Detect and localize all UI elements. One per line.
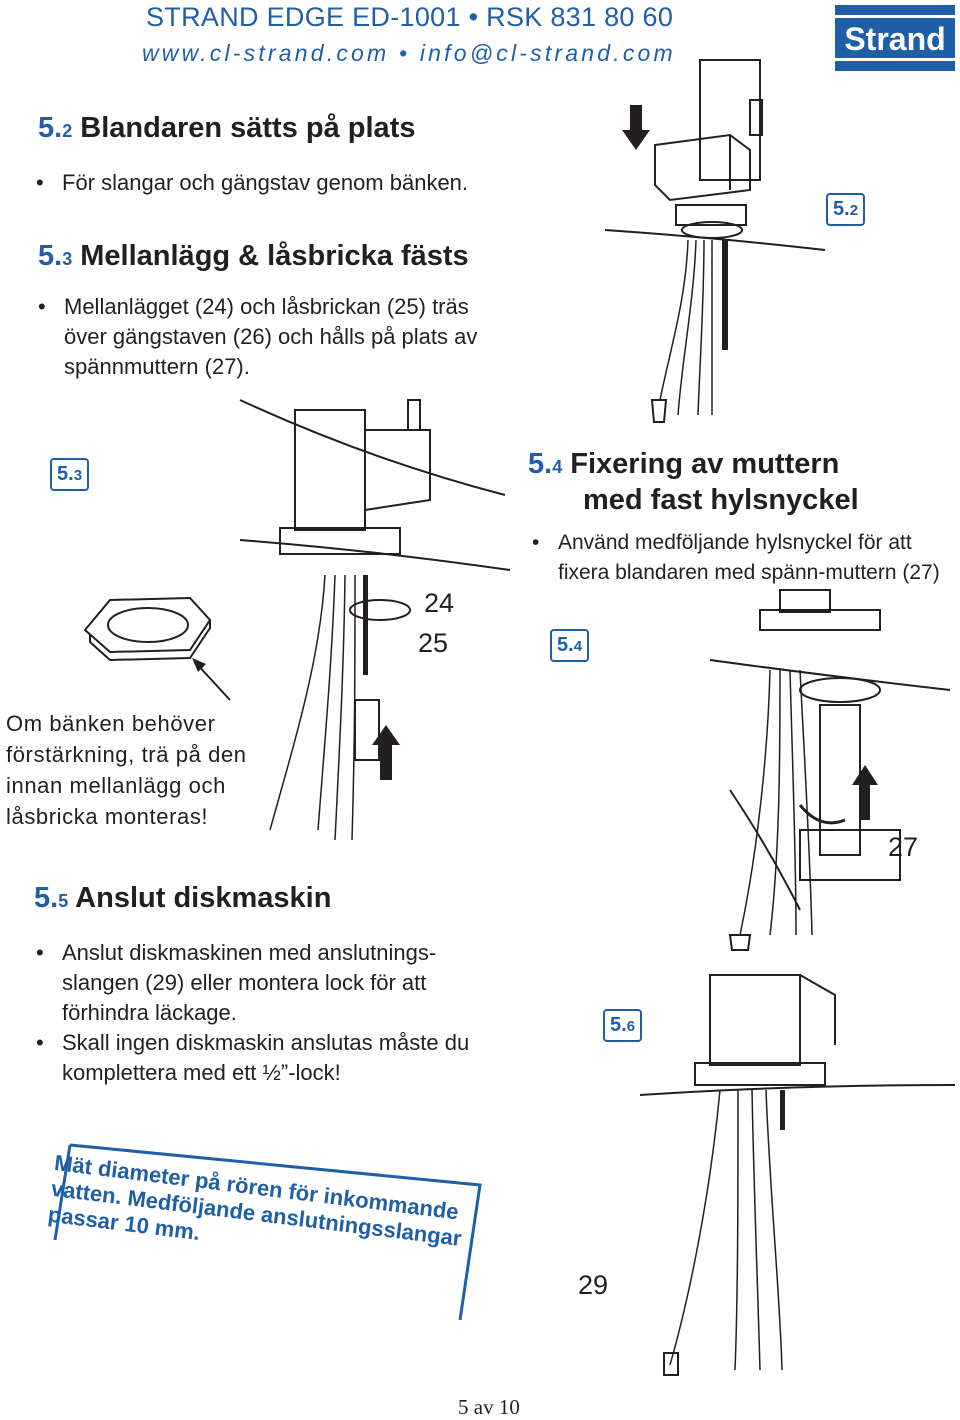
bullet-item: Skall ingen diskmaskin anslutas måste du… — [36, 1028, 506, 1088]
section-5-5-heading: 5.5 Anslut diskmaskin — [34, 882, 332, 914]
section-5-3-heading: 5.3 Mellanlägg & låsbricka fästs — [38, 240, 469, 272]
badge-5-2: 5.2 — [826, 193, 866, 226]
faucet-hoses-illustration — [239, 399, 511, 841]
reinforcement-note: Om bänken behöver förstärkning, trä på d… — [6, 711, 247, 829]
svg-text:Strand: Strand — [844, 21, 945, 57]
page-number: 5 av 10 — [458, 1395, 520, 1419]
section-5-5-bullets: Anslut diskmaskinen med anslutnings-slan… — [36, 938, 506, 1088]
faucet-insert-illustration — [604, 59, 826, 423]
section-5-2-bullets: För slangar och gängstav genom bänken. — [36, 168, 596, 198]
section-5-2-heading: 5.2 Blandaren sätts på plats — [38, 112, 416, 144]
badge-5-3: 5.3 — [50, 458, 90, 491]
document-title: STRAND EDGE ED-1001 • RSK 831 80 60 — [146, 2, 674, 32]
part-label-27: 27 — [888, 832, 919, 862]
bullet-item: För slangar och gängstav genom bänken. — [36, 168, 596, 198]
badge-5-4: 5.4 — [550, 629, 590, 662]
part-label-24: 24 — [424, 588, 455, 618]
badge-5-6: 5.6 — [603, 1009, 643, 1042]
section-5-4-heading: 5.4 Fixering av muttern — [528, 448, 840, 480]
dishwasher-connection-illustration — [639, 974, 956, 1376]
section-5-3-bullets: Mellanlägget (24) och låsbrickan (25) tr… — [38, 292, 508, 382]
contact-line: www.cl-strand.com • info@cl-strand.com — [142, 40, 676, 66]
part-label-25: 25 — [418, 628, 449, 658]
bullet-item: Anslut diskmaskinen med anslutnings-slan… — [36, 938, 506, 1028]
bullet-item: Använd medföljande hylsnyckel för att fi… — [532, 528, 952, 588]
strand-logo: Strand — [835, 5, 955, 71]
part-label-29: 29 — [578, 1270, 609, 1300]
bullet-item: Mellanlägget (24) och låsbrickan (25) tr… — [38, 292, 508, 382]
socket-wrench-illustration — [709, 589, 951, 951]
washer-illustration — [83, 596, 231, 701]
blue-note-frame — [53, 1143, 482, 1321]
section-5-4-bullets: Använd medföljande hylsnyckel för att fi… — [532, 528, 952, 588]
section-5-4-heading-line2: med fast hylsnyckel — [583, 484, 859, 516]
